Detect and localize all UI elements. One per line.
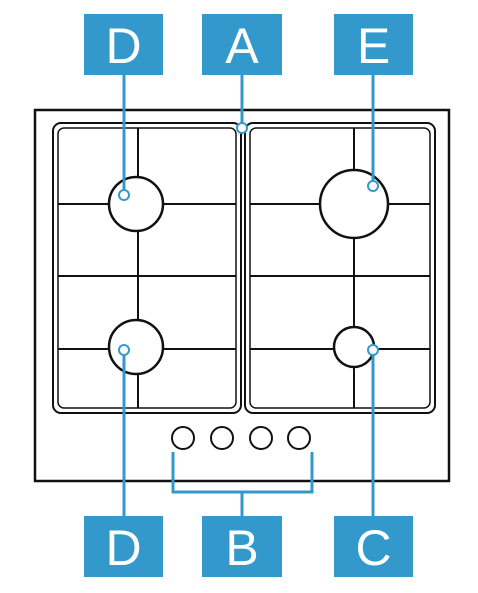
label-bottom-center: B xyxy=(225,520,258,576)
label-bottom-left: D xyxy=(105,520,141,576)
label-bottom-right: C xyxy=(355,520,391,576)
label-box-top-left xyxy=(84,14,163,75)
label-box-top-center xyxy=(202,14,282,75)
label-top-center: A xyxy=(225,18,259,74)
control-knob-4 xyxy=(287,426,311,450)
label-box-bottom-left xyxy=(84,516,163,577)
burner-top-right xyxy=(318,168,390,240)
control-knob-2 xyxy=(210,426,234,450)
pan-support-right xyxy=(244,122,436,414)
control-knob-3 xyxy=(249,426,273,450)
label-boxes xyxy=(84,14,413,577)
label-box-bottom-center xyxy=(202,516,282,577)
control-knobs xyxy=(171,426,311,450)
control-knob-1 xyxy=(171,426,195,450)
leader-lines xyxy=(122,70,375,520)
label-top-left: D xyxy=(105,18,141,74)
leader-dots xyxy=(118,122,379,356)
burner-bottom-left xyxy=(107,318,165,376)
burner-top-left xyxy=(107,175,165,233)
label-box-top-right xyxy=(334,14,413,75)
label-top-right: E xyxy=(357,18,390,74)
label-box-bottom-right xyxy=(334,516,413,577)
